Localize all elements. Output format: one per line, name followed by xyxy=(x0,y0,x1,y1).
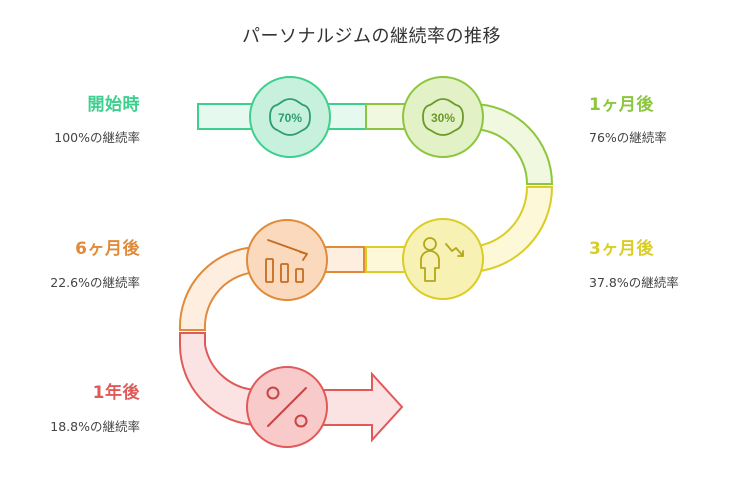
stage-1-desc: 100%の継続率 xyxy=(54,130,140,145)
stage-1-title: 開始時 xyxy=(87,95,140,115)
stage-2-desc: 76%の継続率 xyxy=(589,130,667,145)
stage-1-node: 70% xyxy=(249,76,331,158)
badge-70-icon: 70% xyxy=(269,98,311,136)
percent-icon xyxy=(266,386,308,428)
badge-30-text: 30% xyxy=(431,111,455,125)
stage-4-desc: 22.6%の継続率 xyxy=(50,275,140,290)
stage-5-title: 1年後 xyxy=(92,383,140,403)
stage-4-title: 6ヶ月後 xyxy=(75,239,140,259)
stage-3-node xyxy=(402,218,484,300)
bar-chart-decline-icon xyxy=(265,239,308,283)
stage-3-title: 3ヶ月後 xyxy=(589,239,654,259)
stage-3-desc: 37.8%の継続率 xyxy=(589,275,679,290)
stage-5-node xyxy=(246,366,328,448)
stage-2-node: 30% xyxy=(402,76,484,158)
stage-5-desc: 18.8%の継続率 xyxy=(50,419,140,434)
stage-4-node xyxy=(246,219,328,301)
stage-5-arrow xyxy=(179,332,404,443)
badge-30-icon: 30% xyxy=(422,98,464,136)
stage-2-title: 1ヶ月後 xyxy=(589,95,654,115)
person-decline-icon xyxy=(420,237,464,282)
page-title: パーソナルジムの継続率の推移 xyxy=(242,26,501,47)
badge-70-text: 70% xyxy=(278,111,302,125)
